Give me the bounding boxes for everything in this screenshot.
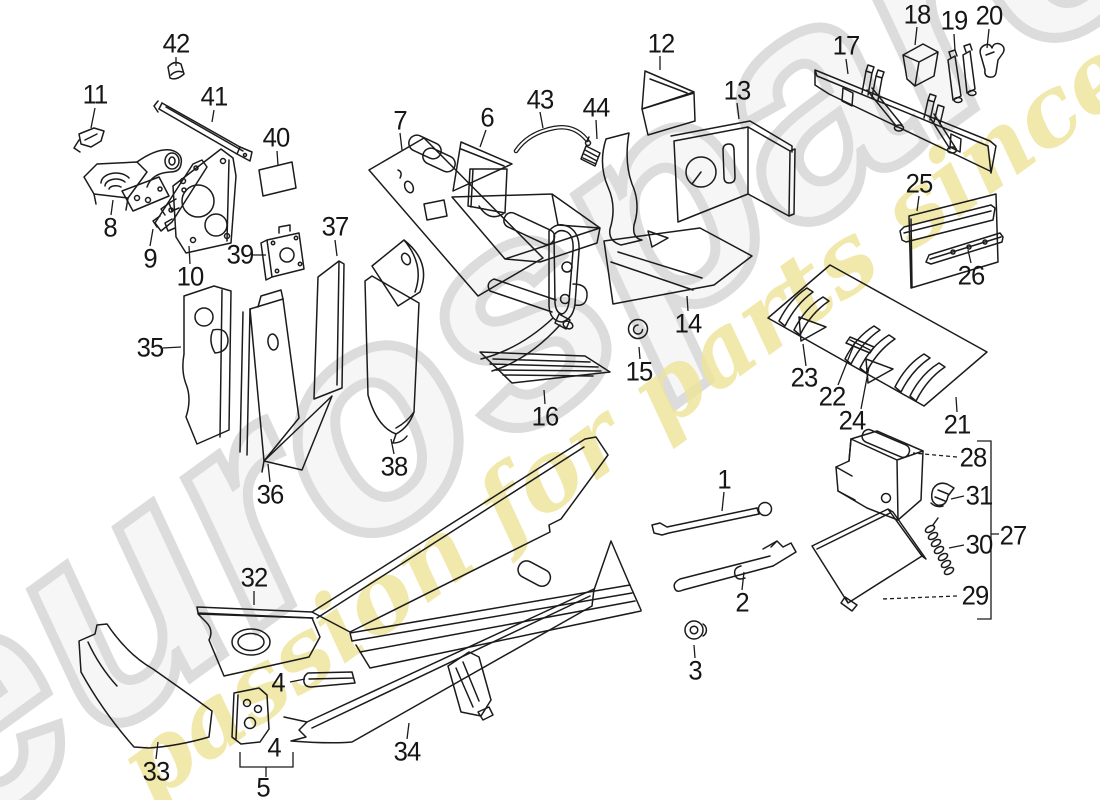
callout-32: 32: [240, 562, 269, 593]
part-12-corner-bracket: [601, 70, 696, 246]
callout-35: 35: [136, 332, 165, 363]
callout-24: 24: [838, 405, 867, 436]
part-20-clip: [979, 42, 1005, 78]
callout-36: 36: [256, 479, 285, 510]
callout-21: 21: [943, 409, 972, 440]
part-11-bracket: [73, 127, 105, 153]
callout-7: 7: [393, 105, 407, 136]
part-4-sill-strip: [303, 671, 356, 688]
frame-side-member: [311, 436, 609, 633]
part-10-side-plate: [164, 148, 237, 254]
callout-27: 27: [999, 520, 1028, 551]
callout-22: 22: [818, 381, 847, 412]
part-6-gusset: [452, 141, 513, 218]
part-41-crossbar: [153, 100, 253, 162]
callout-4a: 4: [271, 667, 285, 698]
callout-8: 8: [103, 212, 117, 243]
part-23-wedge: [798, 316, 827, 342]
callout-42: 42: [162, 28, 191, 59]
callout-30: 30: [965, 529, 994, 560]
part-30-spring: [924, 517, 955, 576]
part-38-closing-panel: [364, 275, 420, 444]
part-39-anchor-plate: [260, 224, 305, 281]
callout-4b: 4: [267, 732, 281, 763]
part-32-jack-support-panel: [196, 606, 321, 677]
part-2-tool-lever: [673, 540, 797, 593]
callout-31: 31: [965, 480, 994, 511]
callout-34: 34: [393, 736, 422, 767]
part-29-cover-panel: [811, 508, 927, 612]
part-35-lock-pillar-panel: [182, 285, 232, 445]
callout-2: 2: [735, 587, 749, 618]
parts-linework: [73, 42, 1005, 749]
callout-38: 38: [380, 451, 409, 482]
part-33-fender-skirt: [78, 623, 213, 749]
callout-5: 5: [256, 772, 270, 800]
leader-lines: [90, 26, 999, 777]
callout-11: 11: [82, 79, 109, 110]
callout-39: 39: [226, 239, 255, 270]
callout-40: 40: [262, 122, 291, 153]
part-1-tool-rod: [651, 501, 773, 536]
callout-18: 18: [903, 0, 932, 30]
callout-44: 44: [582, 92, 611, 123]
part-42-clip: [167, 61, 185, 80]
part-3-grommet: [684, 620, 708, 640]
part-44-cable-nipple: [580, 136, 601, 167]
callout-20: 20: [975, 0, 1004, 31]
part-13-wheelhouse-bracket: [670, 120, 796, 223]
part-22-strip: [845, 336, 875, 354]
part-37-closing-panel: [313, 260, 345, 400]
part-18-angle-bracket: [902, 43, 939, 87]
part-25-26-rail-channels: [899, 193, 1004, 289]
callout-19: 19: [940, 5, 969, 36]
callout-9: 9: [143, 243, 157, 274]
group-bracket-27: [977, 440, 992, 620]
part-8-mount-bracket: [83, 149, 183, 212]
callout-3: 3: [688, 655, 702, 686]
callout-23: 23: [790, 362, 819, 393]
callout-33: 33: [142, 756, 171, 787]
callout-13: 13: [723, 75, 752, 106]
part-17-seat-rail-support: [814, 64, 997, 174]
callout-12: 12: [647, 28, 676, 59]
part-5-lock-plate: [231, 687, 270, 745]
part-34-rocker-sill: [283, 540, 642, 744]
callout-14: 14: [674, 308, 703, 339]
part-24-wedge: [865, 358, 894, 384]
part-31-grommet-cone: [930, 482, 955, 508]
part-16-ribbed-plate: [479, 351, 611, 384]
part-7-front-wall-assembly: [368, 134, 544, 307]
callout-29: 29: [961, 580, 990, 611]
part-15-grommet: [627, 318, 649, 340]
part-40-shim-plate: [258, 161, 297, 197]
callout-16: 16: [531, 401, 560, 432]
callout-25: 25: [905, 168, 934, 199]
part-21-floor-panel: [767, 264, 988, 407]
callout-6: 6: [480, 102, 494, 133]
callout-41: 41: [200, 81, 229, 112]
callout-28: 28: [959, 442, 988, 473]
part-43-cable: [513, 125, 590, 154]
part-28-seat-box-bracket: [835, 428, 924, 521]
part-9-gusset-plate: [152, 159, 208, 232]
part-19-strap-brackets: [947, 43, 977, 104]
callout-10: 10: [176, 261, 205, 292]
callout-26: 26: [957, 260, 986, 291]
callout-37: 37: [321, 211, 350, 242]
group-bracket-5: [239, 752, 294, 777]
part-36-pillar-reinforcement: [239, 289, 333, 473]
callout-15: 15: [625, 356, 654, 387]
callout-1: 1: [717, 464, 731, 495]
callout-17: 17: [832, 30, 861, 61]
part-14-floor-front: [603, 227, 753, 305]
callout-43: 43: [526, 84, 555, 115]
